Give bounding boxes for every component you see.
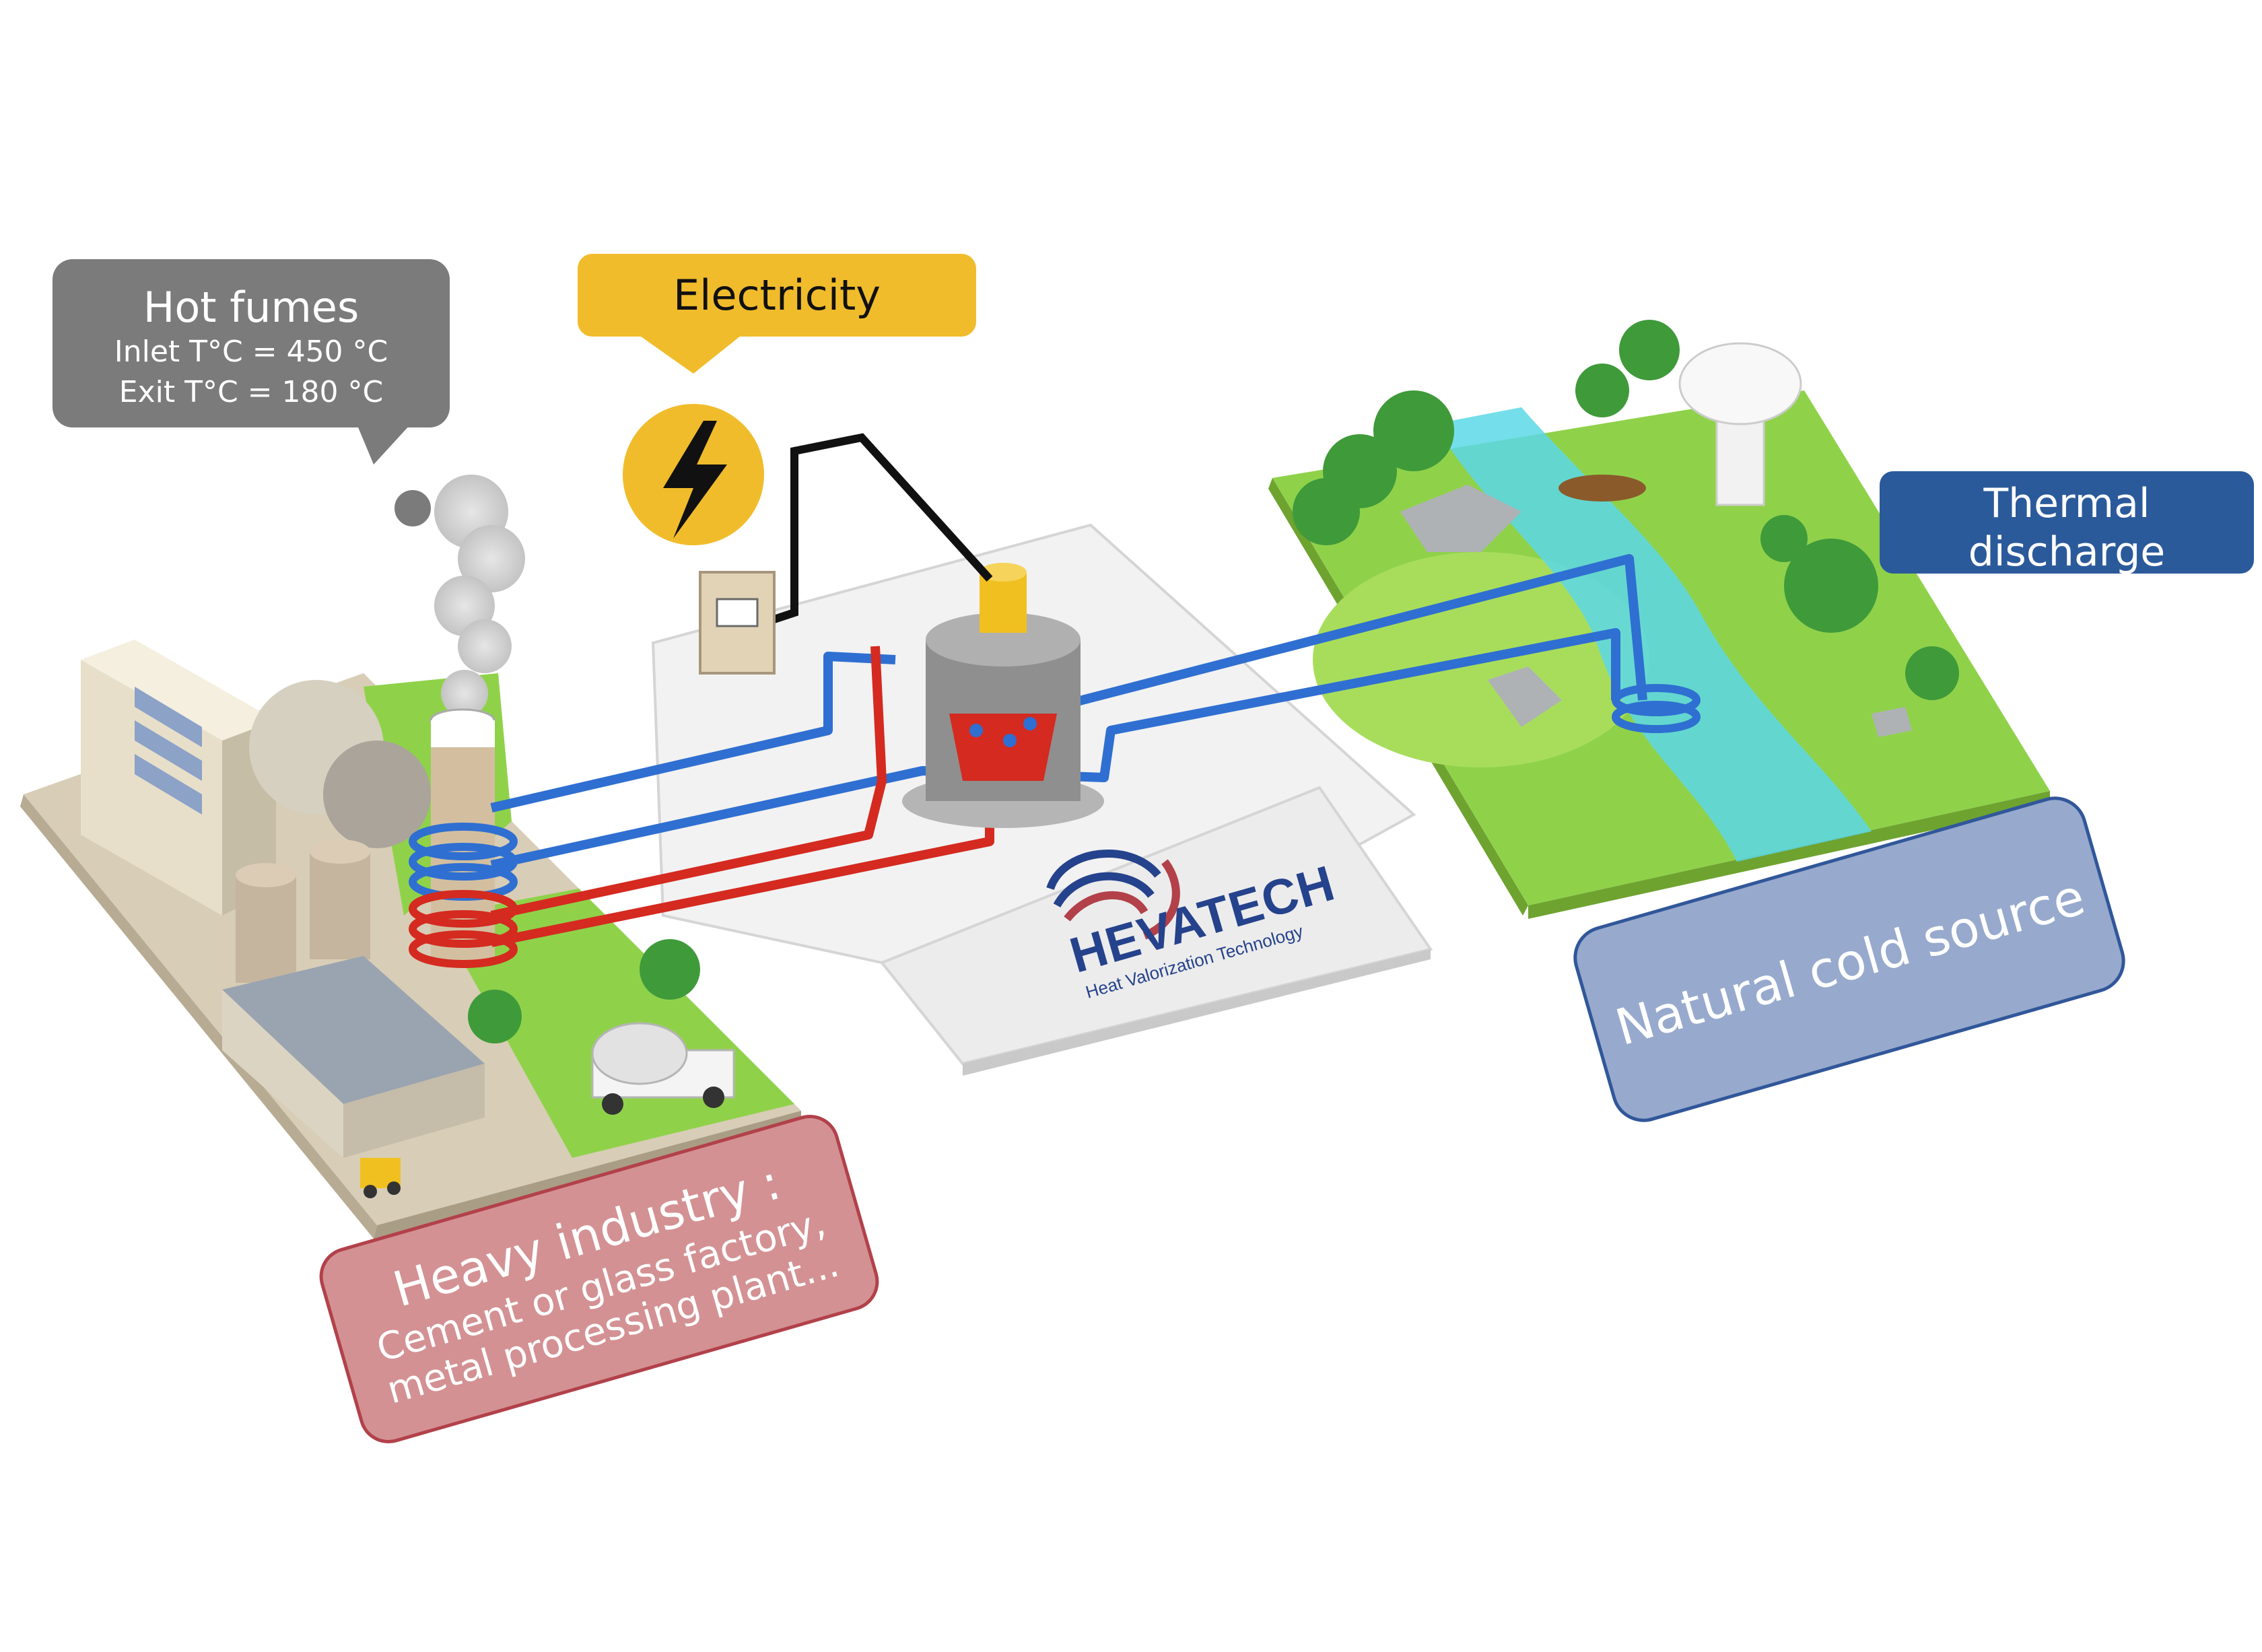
warehouse-icon (222, 956, 485, 1158)
reactor-icon (902, 563, 1104, 828)
electricity-title: Electricity (673, 271, 881, 320)
hot-fumes-title: Hot fumes (143, 283, 359, 332)
tree-icon (468, 320, 1959, 1043)
coil-icon (1612, 684, 1701, 733)
hot-fumes-exit: Exit T°C = 180 °C (118, 375, 384, 409)
hot-fumes-pointer (357, 424, 411, 464)
power-wire (753, 433, 993, 630)
cold-pipes (490, 554, 1647, 870)
boat-icon (1558, 475, 1646, 502)
lightning-icon (623, 404, 764, 545)
thermal-discharge-temp: T°C < 30 °C (1981, 578, 2153, 611)
smoke-icon (434, 475, 525, 717)
hot-fumes-callout: Hot fumes Inlet T°C = 450 °C Exit T°C = … (53, 259, 450, 427)
water-tower-icon (1678, 342, 1802, 506)
thermal-discharge-callout: Thermal discharge T°C < 30 °C (1880, 471, 2254, 611)
hot-fumes-dot (390, 486, 435, 530)
mixer-truck-icon (591, 1022, 735, 1115)
thermal-discharge-title: Thermal discharge (1968, 480, 2166, 576)
rock-icon (1400, 485, 1912, 737)
factory-icon (81, 640, 431, 916)
electrical-cabinet-icon (699, 571, 776, 675)
river-icon (1434, 407, 1872, 862)
silo-icon (236, 839, 370, 983)
hevatech-logo-icon (1046, 849, 1180, 940)
hot-fumes-inlet: Inlet T°C = 450 °C (114, 335, 388, 369)
electricity-pointer (636, 333, 744, 374)
forklift-icon (360, 1158, 401, 1198)
electricity-callout: Electricity (578, 254, 976, 337)
